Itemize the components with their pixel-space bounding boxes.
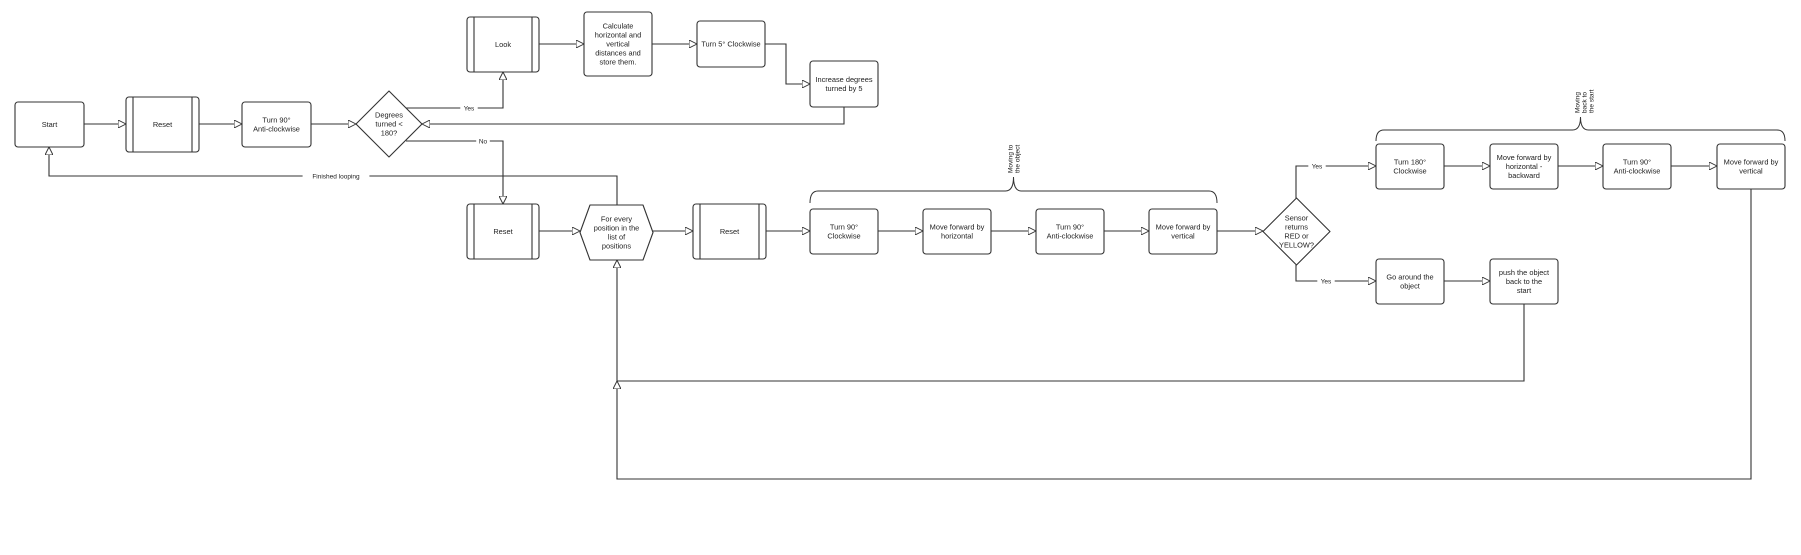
- edge-label-degrees-yes: Yes: [460, 103, 478, 113]
- brace-moving-to-object: [809, 176, 1218, 204]
- node-turn-anticlockwise-1: Turn 90°Anti-clockwise: [241, 101, 312, 148]
- node-turn-anticlockwise-3: Turn 90°Anti-clockwise: [1602, 143, 1672, 190]
- node-shape: [466, 203, 540, 260]
- node-start: Start: [14, 101, 85, 148]
- node-shape: [1489, 258, 1559, 305]
- node-shape: [583, 11, 653, 77]
- node-shape: [579, 204, 654, 261]
- node-turn-180: Turn 180°Clockwise: [1375, 143, 1445, 190]
- node-shape: [696, 20, 766, 68]
- node-shape: [1375, 258, 1445, 305]
- node-shape: [809, 60, 879, 108]
- node-label: Turn 90°Anti-clockwise: [1614, 158, 1661, 176]
- node-reset-2: Reset: [466, 203, 540, 260]
- node-shape: [1148, 208, 1218, 255]
- node-reset-1: Reset: [125, 96, 200, 153]
- node-turn-clockwise-90: Turn 90°Clockwise: [809, 208, 879, 255]
- node-turn-anticlockwise-2: Turn 90°Anti-clockwise: [1035, 208, 1105, 255]
- node-label: Reset: [153, 120, 172, 129]
- annotation-moving-to-object: Moving tothe object: [1008, 144, 1022, 173]
- edge-push-forevery: [617, 260, 1525, 382]
- braces-layer: [809, 116, 1786, 204]
- brace-moving-back: [1375, 116, 1786, 142]
- edge-degrees-reset2: [406, 140, 503, 204]
- edge-fwdv2-forevery: [617, 189, 1752, 480]
- node-shape: [1602, 143, 1672, 190]
- edge-sensor-goaround: [1295, 265, 1376, 281]
- node-shape: [14, 101, 85, 148]
- node-shape: [1035, 208, 1105, 255]
- node-shape: [1262, 197, 1331, 266]
- node-label: Reset: [720, 227, 739, 236]
- svg-text:Finished looping: Finished looping: [312, 173, 360, 180]
- svg-text:Yes: Yes: [1312, 163, 1323, 170]
- edge-label-finished-looping: Finished looping: [302, 171, 370, 181]
- node-label: Turn 90°Anti-clockwise: [1047, 223, 1094, 241]
- svg-text:No: No: [479, 138, 488, 145]
- node-shape: [125, 96, 200, 153]
- node-reset-3: Reset: [692, 203, 767, 260]
- node-shape: [1489, 143, 1559, 190]
- node-label: Turn 180°Clockwise: [1393, 158, 1426, 176]
- node-shape: [355, 90, 423, 158]
- node-label: Look: [495, 40, 511, 49]
- node-label: Turn 90°Anti-clockwise: [253, 116, 300, 134]
- node-shape: [922, 208, 992, 255]
- node-label: Reset: [493, 227, 512, 236]
- node-shape: [809, 208, 879, 255]
- node-label: Turn 90°Clockwise: [827, 223, 860, 241]
- node-shape: [1375, 143, 1445, 190]
- node-shape: [692, 203, 767, 260]
- node-label: Start: [42, 120, 58, 129]
- node-look: Look: [466, 16, 540, 73]
- edge-label-sensor-yes-lower: Yes: [1317, 276, 1335, 286]
- node-turn-5: Turn 5° Clockwise: [696, 20, 766, 68]
- node-shape: [1716, 143, 1786, 190]
- edge-increase-degrees: [422, 107, 845, 124]
- node-shape: [241, 101, 312, 148]
- node-shape: [466, 16, 540, 73]
- edge-label-degrees-no: No: [476, 136, 490, 146]
- annotation-moving-back: Movingback tothe start: [1575, 89, 1596, 113]
- edge-turn5-increase: [765, 43, 810, 84]
- svg-text:Yes: Yes: [1321, 278, 1332, 285]
- node-label: Turn 5° Clockwise: [701, 40, 760, 49]
- edges-layer: [49, 43, 1752, 480]
- edge-degrees-look: [389, 72, 503, 109]
- svg-text:Yes: Yes: [464, 105, 475, 112]
- edge-label-sensor-yes-upper: Yes: [1308, 161, 1326, 171]
- edge-sensor-turn180: [1295, 166, 1376, 198]
